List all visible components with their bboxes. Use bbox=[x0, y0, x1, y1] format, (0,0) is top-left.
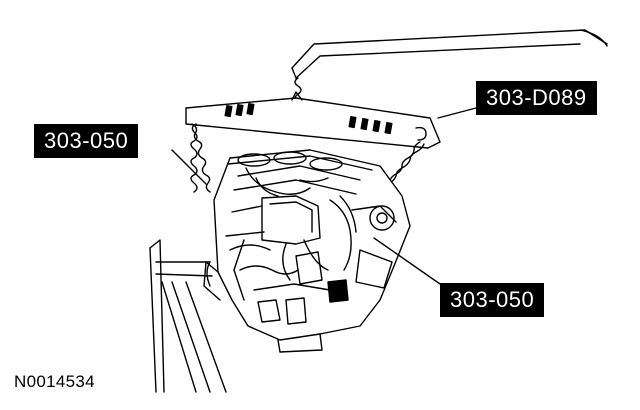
leader-303-050-left bbox=[171, 149, 207, 185]
callout-303-050-right: 303-050 bbox=[440, 283, 545, 317]
leader-303-d089 bbox=[437, 107, 477, 119]
engine-block bbox=[203, 149, 411, 353]
leader-303-050-right bbox=[373, 237, 441, 285]
figure-code: N0014534 bbox=[14, 372, 95, 391]
left-chain bbox=[190, 123, 211, 193]
engine-stand bbox=[149, 239, 227, 393]
lifting-bar bbox=[185, 91, 441, 149]
callout-303-050-left: 303-050 bbox=[34, 124, 139, 158]
crane-boom bbox=[291, 29, 608, 79]
callout-303-d089: 303-D089 bbox=[476, 81, 597, 115]
